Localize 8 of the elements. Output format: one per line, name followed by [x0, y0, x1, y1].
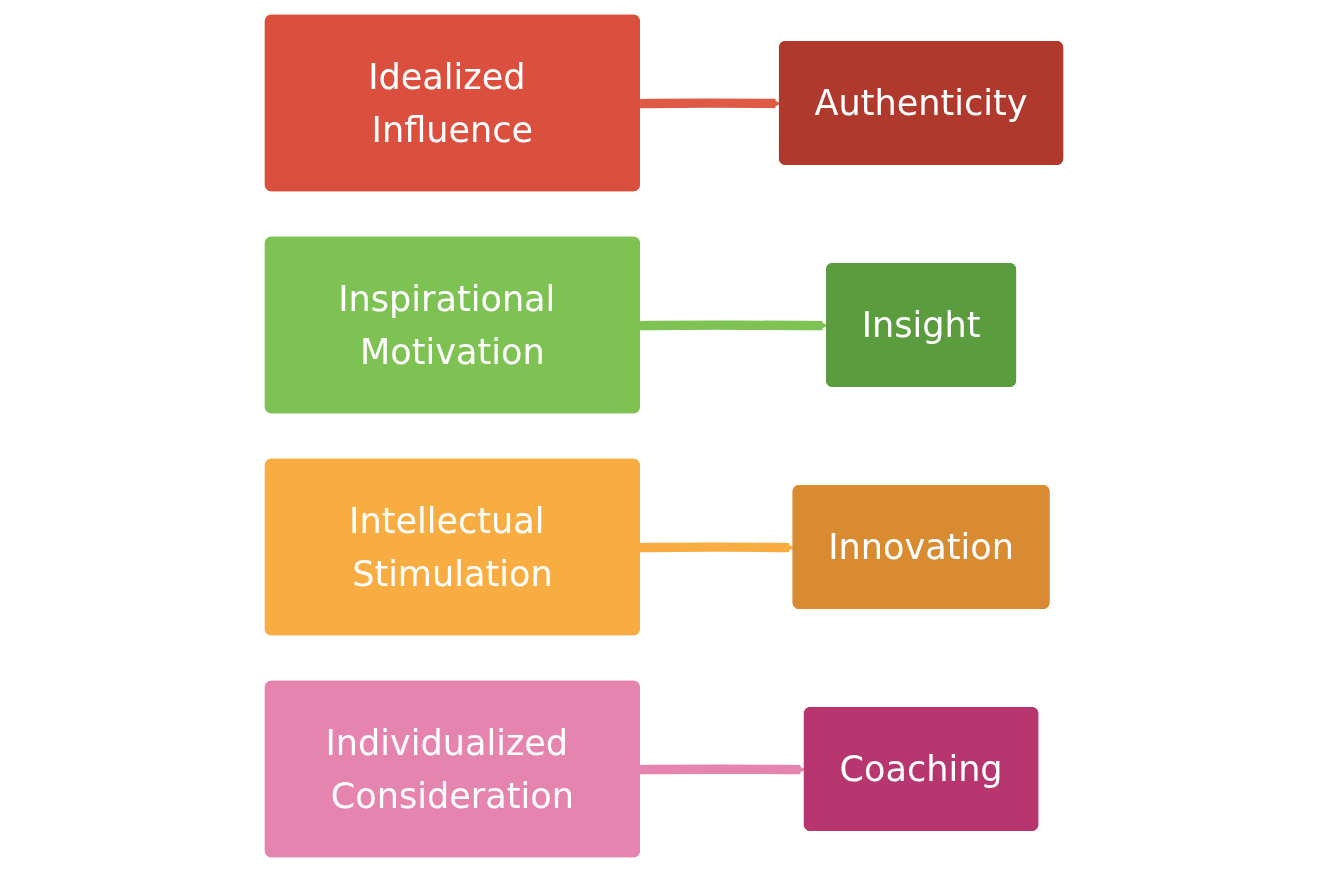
process-box: Insight — [825, 262, 1016, 387]
process-box: Idealized Influence — [264, 14, 640, 191]
process-box: Intellectual Stimulation — [264, 458, 640, 635]
process-box: Innovation — [792, 484, 1049, 609]
process-box: Coaching — [803, 706, 1038, 831]
process-box: Inspirational Motivation — [264, 236, 640, 413]
process-box: Individualized Consideration — [264, 680, 640, 857]
process-box: Authenticity — [778, 40, 1063, 165]
